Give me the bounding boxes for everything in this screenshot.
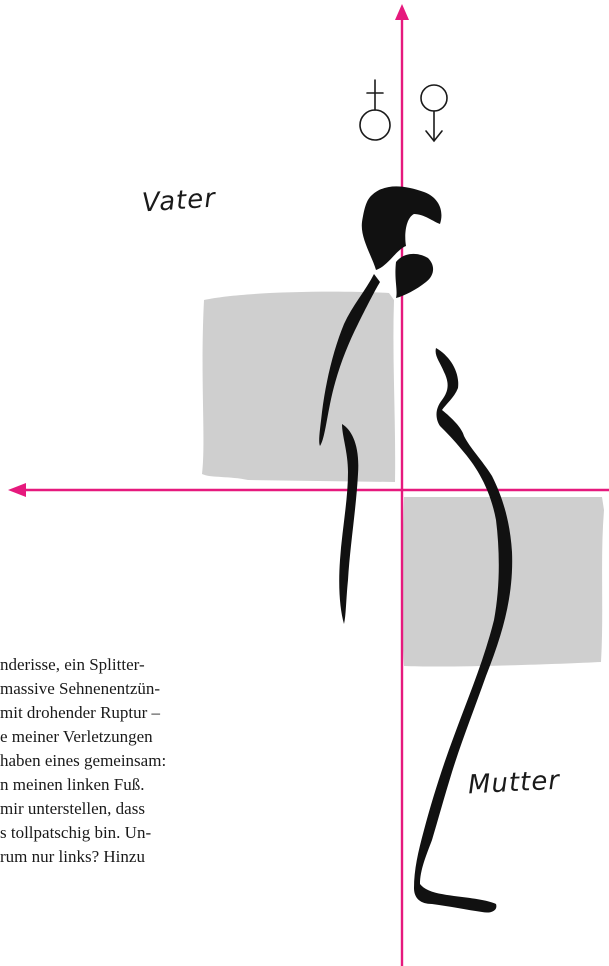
text-line: e meiner Verletzungen [0, 725, 153, 749]
text-line: haben eines gemeinsam: [0, 749, 166, 773]
text-line: n meinen linken Fuß. [0, 773, 144, 797]
father-label: Vater [141, 183, 217, 218]
male-symbol-icon [360, 80, 390, 140]
arrow-left-icon [8, 483, 26, 497]
text-line: mit drohender Ruptur – [0, 701, 160, 725]
female-symbol-icon [421, 85, 447, 141]
text-line: massive Sehnenentzün- [0, 677, 160, 701]
mother-label: Mutter [467, 766, 560, 801]
text-line: mir unterstellen, dass [0, 797, 145, 821]
text-line: s tollpatschig bin. Un- [0, 821, 151, 845]
text-line: nderisse, ein Splitter- [0, 653, 145, 677]
text-line: rum nur links? Hinzu [0, 845, 145, 869]
grey-patch-father [202, 292, 395, 482]
arrow-up-icon [395, 4, 409, 20]
